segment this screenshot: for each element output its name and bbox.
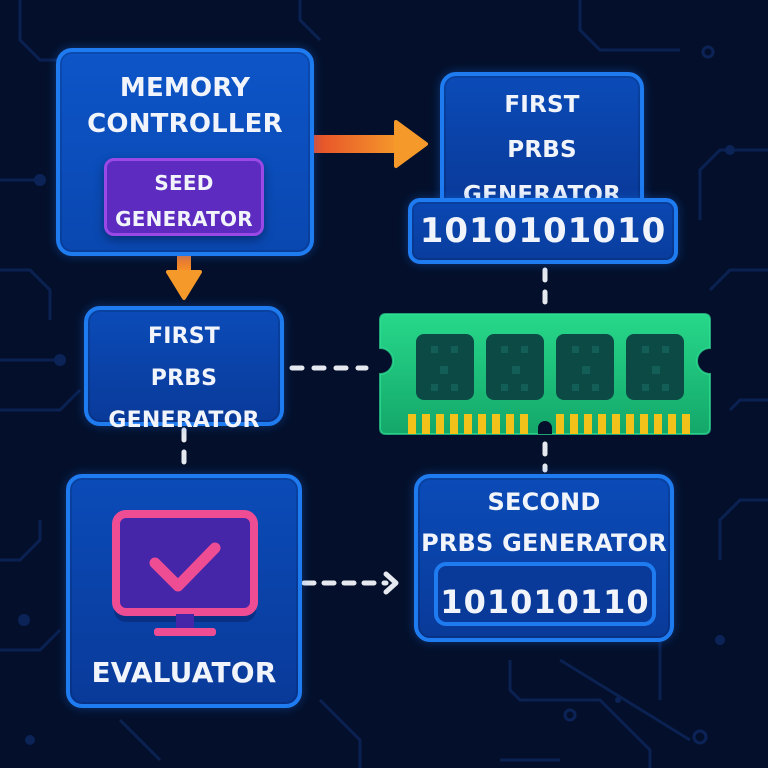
second-prbs-generator-block: SECOND PRBS GENERATOR 101010110: [414, 474, 674, 642]
ram-pin: [506, 414, 514, 434]
ram-pin: [464, 414, 472, 434]
ram-pin: [654, 414, 662, 434]
first-prbs-sequence: 1010101010: [419, 211, 667, 251]
ram-pin: [492, 414, 500, 434]
ram-pin: [626, 414, 634, 434]
memory-controller-title-line1: MEMORY: [119, 73, 251, 103]
ram-pin: [478, 414, 486, 434]
ram-pin: [408, 414, 416, 434]
ram-pin: [556, 414, 564, 434]
ram-pin: [682, 414, 690, 434]
seed-generator-line1: SEED: [154, 171, 214, 195]
second-prbs-line2: PRBS GENERATOR: [421, 529, 667, 557]
monitor-check-icon: [112, 510, 258, 636]
first-prbs-top-line2: PRBS: [507, 137, 577, 163]
memory-controller-block: MEMORY CONTROLLER SEED GENERATOR: [56, 48, 314, 256]
ram-module-icon: [379, 313, 711, 435]
second-prbs-sequence-box: 101010110: [434, 562, 656, 626]
first-prbs-generator-top-block: FIRST PRBS GENERATOR: [440, 72, 644, 208]
ram-pin: [640, 414, 648, 434]
evaluator-block: EVALUATOR: [66, 474, 302, 708]
evaluator-label: EVALUATOR: [91, 656, 277, 689]
ram-pin: [612, 414, 620, 434]
seed-generator-line2: GENERATOR: [115, 207, 253, 231]
ram-pin: [520, 414, 528, 434]
second-prbs-sequence: 101010110: [440, 583, 650, 621]
ram-pin: [422, 414, 430, 434]
ram-pin: [584, 414, 592, 434]
first-prbs-top-line1: FIRST: [504, 92, 580, 118]
first-prbs-left-line2: PRBS: [150, 366, 218, 391]
seed-generator-block: SEED GENERATOR: [104, 158, 264, 236]
first-prbs-sequence-box: 1010101010: [408, 198, 678, 264]
second-prbs-line1: SECOND: [487, 488, 601, 516]
first-prbs-generator-left-block: FIRST PRBS GENERATOR: [84, 306, 284, 433]
ram-pin: [450, 414, 458, 434]
ram-pin: [570, 414, 578, 434]
ram-pin: [436, 414, 444, 434]
first-prbs-left-line3: GENERATOR: [108, 408, 260, 433]
ram-pin: [668, 414, 676, 434]
ram-pin: [598, 414, 606, 434]
memory-controller-title-line2: CONTROLLER: [87, 109, 283, 139]
first-prbs-left-line1: FIRST: [147, 324, 220, 349]
